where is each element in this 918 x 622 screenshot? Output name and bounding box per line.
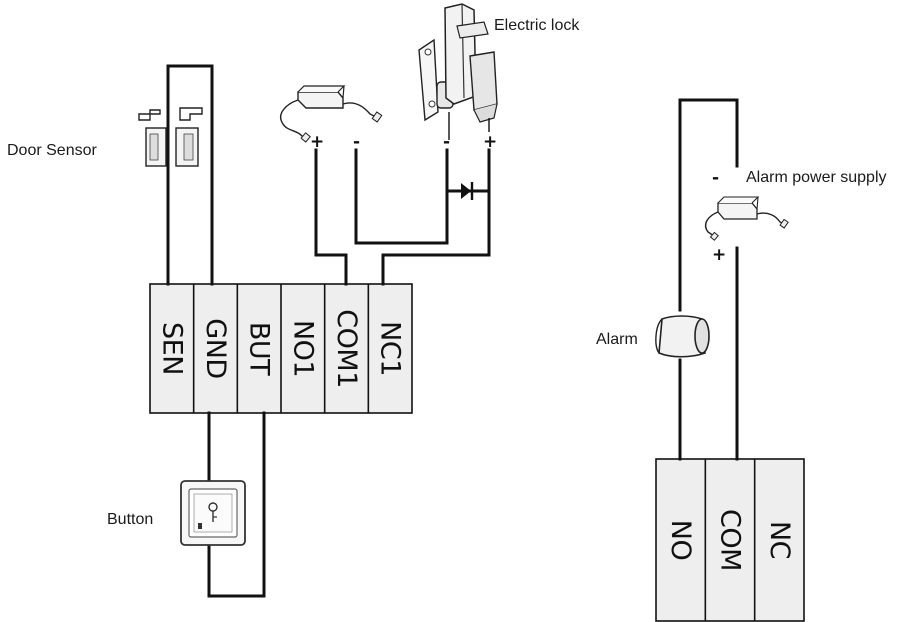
alarm-power-supply-label: Alarm power supply <box>746 169 887 186</box>
electric-lock-label: Electric lock <box>494 17 580 34</box>
relay-terminal-no: NO <box>665 520 696 560</box>
lock-psu-minus-sign: - <box>353 132 360 152</box>
relay-terminal-block: NO COM NC <box>655 458 805 622</box>
terminal-no1: NO1 <box>287 320 318 377</box>
electric-lock-wiring <box>314 148 491 286</box>
door-sensor-wiring <box>166 64 214 286</box>
controller-terminal-block: SEN GND BUT NO1 COM1 NC1 <box>149 283 413 414</box>
lock-minus-sign: - <box>443 132 450 152</box>
relay-terminal-frame <box>655 458 805 622</box>
alarm-psu-minus-sign: - <box>712 168 719 188</box>
exit-button <box>180 480 246 546</box>
alarm-psu-plus-sign: + <box>712 245 726 265</box>
lock-psu-plus-sign: + <box>310 132 324 152</box>
alarm-siren-icon <box>655 315 710 358</box>
electric-lock <box>418 3 498 140</box>
terminal-but: BUT <box>244 322 275 376</box>
terminal-gnd: GND <box>200 318 231 378</box>
door-sensor-label: Door Sensor <box>7 142 97 159</box>
lock-plus-sign: + <box>483 132 497 152</box>
terminal-com1: COM1 <box>331 309 362 388</box>
terminal-nc1: NC1 <box>375 321 406 376</box>
diode <box>461 182 474 200</box>
lock-power-supply <box>280 85 383 143</box>
alarm-label: Alarm <box>596 331 638 348</box>
relay-terminal-com: COM <box>715 509 746 571</box>
door-sensor <box>138 107 203 167</box>
alarm-power-supply <box>704 196 789 241</box>
alarm-wiring <box>678 98 739 461</box>
terminal-sen: SEN <box>156 322 187 375</box>
button-label: Button <box>107 511 153 528</box>
relay-terminal-nc: NC <box>764 521 795 559</box>
